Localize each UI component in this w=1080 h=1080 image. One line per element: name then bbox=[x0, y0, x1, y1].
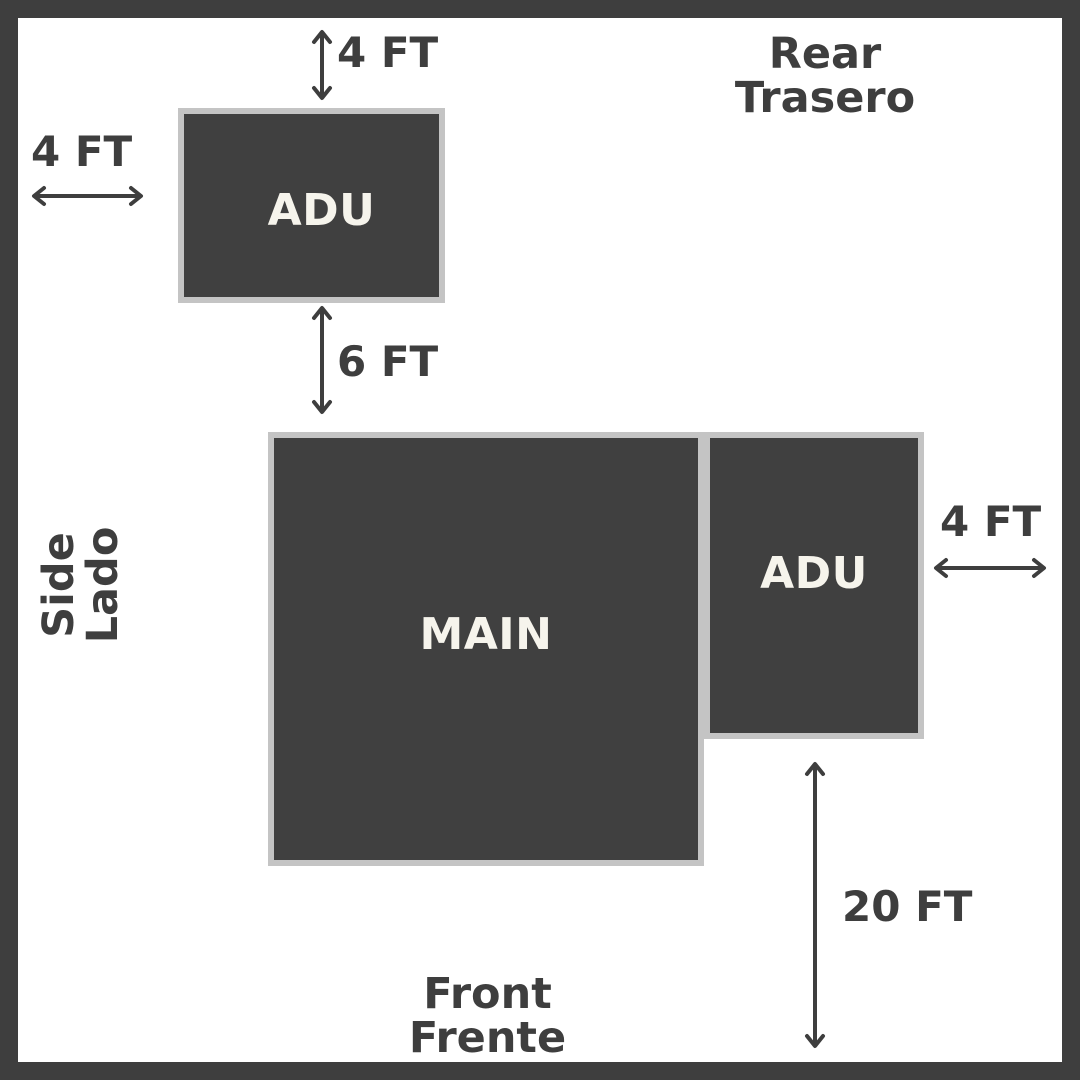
setback-adu-main-label: 6 FT bbox=[337, 337, 439, 386]
rear-label-es: Trasero bbox=[734, 73, 916, 123]
front-label-es: Frente bbox=[408, 1013, 567, 1063]
setback-front-label: 20 FT bbox=[842, 882, 973, 931]
setback-adu-side-label: 4 FT bbox=[940, 497, 1042, 546]
side-label-es: Lado bbox=[78, 526, 128, 644]
main-house-building: MAIN bbox=[268, 432, 704, 866]
arrow-side-to-adu bbox=[32, 186, 143, 206]
front-label-en: Front bbox=[423, 969, 552, 1019]
adu-rear-building: ADU bbox=[178, 108, 445, 303]
main-house-label: MAIN bbox=[419, 608, 553, 660]
side-label-en: Side bbox=[34, 532, 84, 638]
arrow-front-to-adu bbox=[805, 762, 825, 1048]
front-lot-label: Front Frente bbox=[385, 972, 590, 1060]
rear-label-en: Rear bbox=[768, 29, 882, 79]
setback-side-label: 4 FT bbox=[31, 127, 133, 176]
arrow-adu-to-main bbox=[312, 306, 332, 414]
adu-side-label: ADU bbox=[760, 548, 868, 599]
arrow-adu-side-to-lot bbox=[934, 558, 1046, 578]
side-lot-label: Side Lado bbox=[34, 475, 128, 695]
adu-side-building: ADU bbox=[704, 432, 924, 739]
arrow-rear-to-adu bbox=[312, 30, 332, 100]
adu-rear-label: ADU bbox=[267, 185, 376, 236]
rear-lot-label: Rear Trasero bbox=[720, 32, 930, 120]
setback-rear-label: 4 FT bbox=[337, 28, 439, 77]
